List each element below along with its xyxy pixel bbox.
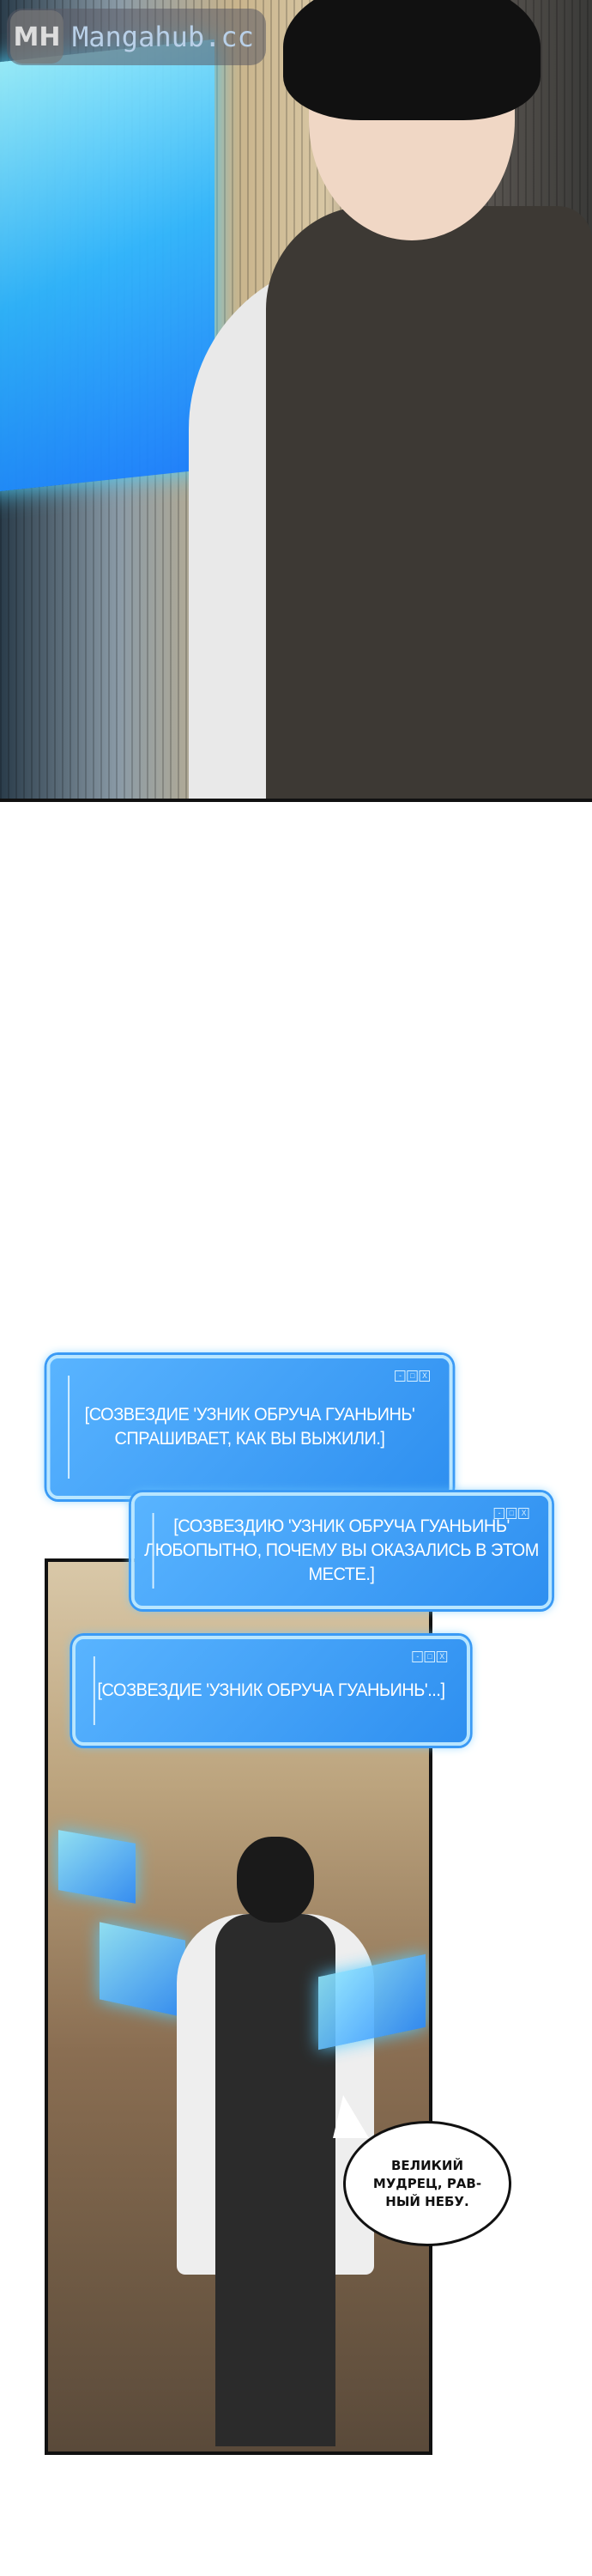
window-controls: -□X	[395, 1370, 430, 1382]
system-message-text: [СОЗВЕЗДИЮ 'УЗНИК ОБРУЧА ГУАНЬИНЬ'ЛЮБОПЫ…	[144, 1516, 539, 1584]
maximize-icon: □	[505, 1508, 517, 1519]
minimize-icon: -	[412, 1651, 423, 1662]
system-message-box: -□X [СОЗВЕЗДИЕ 'УЗНИК ОБРУЧА ГУАНЬИНЬ'..…	[72, 1636, 470, 1746]
minimize-icon: -	[493, 1508, 504, 1519]
hologram-screen	[100, 1922, 185, 2018]
close-icon: X	[436, 1651, 448, 1662]
speech-bubble-tail	[333, 2095, 369, 2138]
watermark-logo: MH	[10, 10, 63, 64]
minimize-icon: -	[395, 1370, 406, 1382]
maximize-icon: □	[407, 1370, 418, 1382]
system-message-box: -□X [СОЗВЕЗДИЕ 'УЗНИК ОБРУЧА ГУАНЬИНЬ'СП…	[46, 1355, 453, 1499]
watermark: MH Mangahub.cc	[7, 9, 266, 65]
manga-panel-1: MH Mangahub.cc	[0, 0, 592, 802]
maximize-icon: □	[424, 1651, 435, 1662]
character-illustration	[177, 1837, 374, 2451]
window-controls: -□X	[493, 1508, 529, 1519]
system-message-text: [СОЗВЕЗДИЕ 'УЗНИК ОБРУЧА ГУАНЬИНЬ'...]	[97, 1680, 445, 1700]
window-controls: -□X	[412, 1651, 448, 1662]
hologram-screen	[58, 1830, 136, 1904]
close-icon: X	[419, 1370, 430, 1382]
hologram-screen	[0, 39, 214, 494]
character-illustration	[189, 0, 592, 799]
system-message-box: -□X [СОЗВЕЗДИЮ 'УЗНИК ОБРУЧА ГУАНЬИНЬ'ЛЮ…	[130, 1492, 553, 1609]
close-icon: X	[518, 1508, 529, 1519]
system-message-text: [СОЗВЕЗДИЕ 'УЗНИК ОБРУЧА ГУАНЬИНЬ'СПРАШИ…	[84, 1405, 415, 1449]
watermark-text: Mangahub.cc	[72, 21, 254, 53]
